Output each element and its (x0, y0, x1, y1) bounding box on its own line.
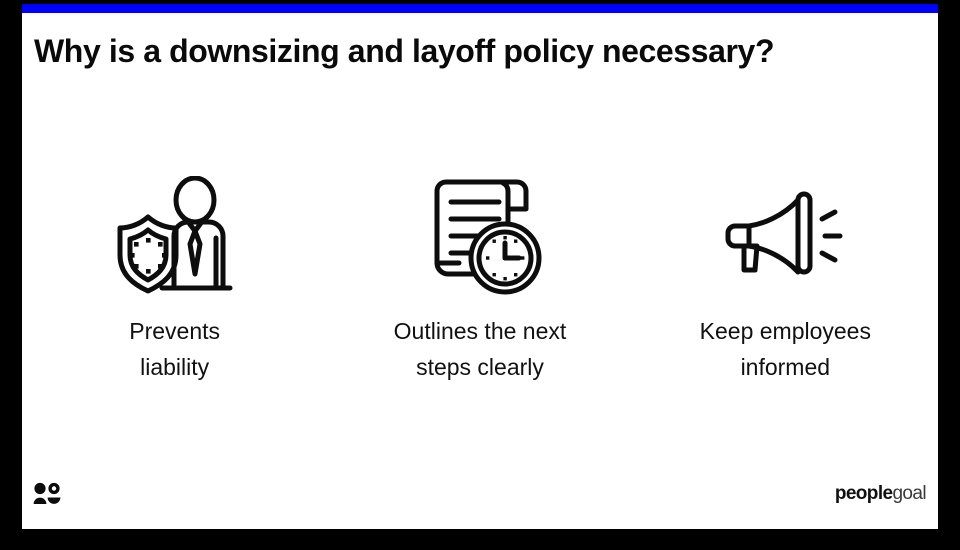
wordmark-strong: people (834, 483, 893, 504)
feature-caption-line2: liability (140, 353, 210, 380)
feature-item-prevents-liability: Prevents liability (30, 173, 320, 385)
feature-caption: Outlines the next steps clearly (394, 314, 567, 385)
feature-item-keep-employees-informed: Keep employees informed (640, 173, 930, 385)
page-title: Why is a downsizing and layoff policy ne… (34, 33, 775, 69)
peoplegoal-logo: peoplegoal (834, 483, 927, 505)
slide-canvas: Why is a downsizing and layoff policy ne… (22, 13, 938, 529)
feature-caption-line1: Outlines the next (393, 318, 567, 344)
feature-caption-line2: steps clearly (416, 353, 544, 380)
feature-caption: Prevents liability (129, 314, 220, 385)
feature-caption-line1: Prevents (129, 318, 221, 344)
feature-caption: Keep employees informed (700, 314, 871, 385)
feature-row: Prevents liability (22, 173, 938, 385)
feature-item-outlines-next-steps: Outlines the next steps clearly (335, 173, 625, 385)
feature-caption-line2: informed (740, 353, 831, 380)
megaphone-icon (721, 173, 849, 298)
accent-bar (22, 4, 938, 13)
two-people-icon (32, 481, 66, 507)
shield-person-icon (112, 173, 238, 298)
wordmark-light: goal (892, 483, 926, 504)
feature-caption-line1: Keep employees (699, 318, 871, 344)
scroll-clock-icon (415, 173, 545, 298)
